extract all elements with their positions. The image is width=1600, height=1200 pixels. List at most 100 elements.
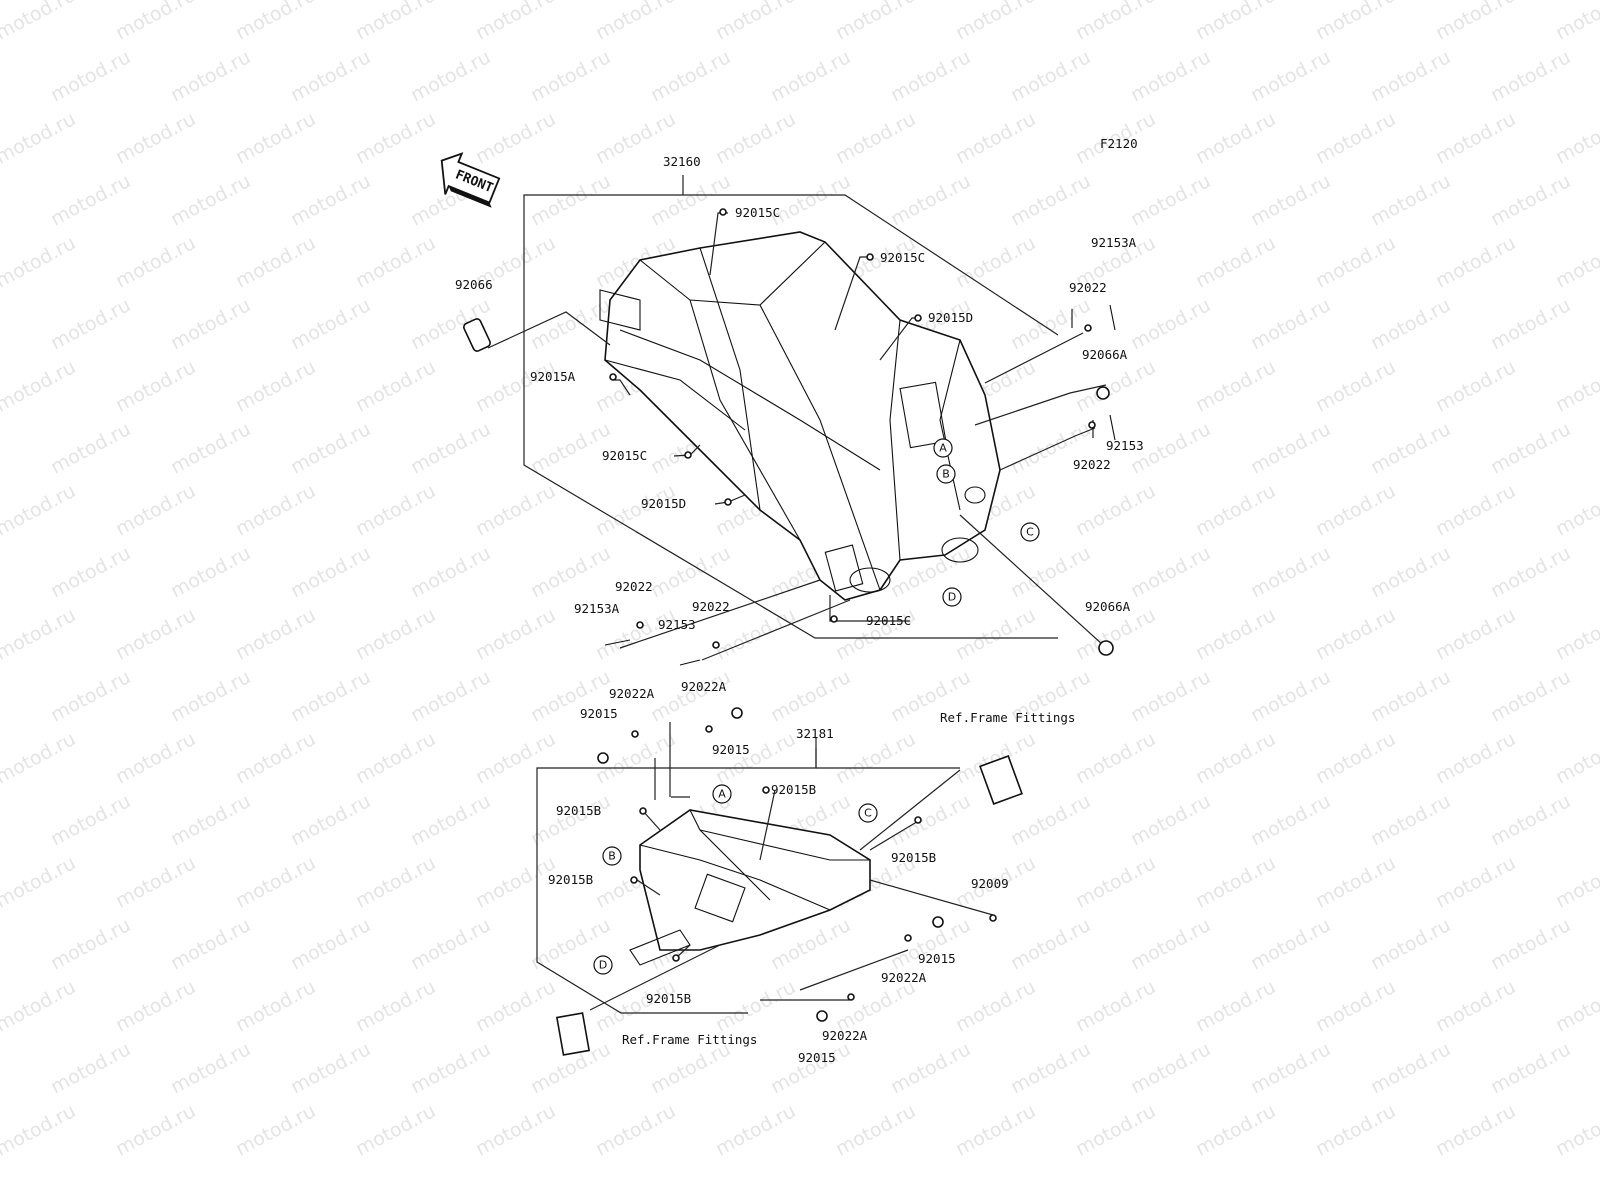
part-labels: 32160 92015C 92015C 92015D 92066 92015A … (455, 154, 1144, 1065)
watermark-text: motod.ru (407, 418, 494, 478)
watermark-text: motod.ru (1312, 356, 1399, 416)
watermark-text: motod.ru (232, 852, 319, 912)
watermark-text: motod.ru (0, 232, 79, 292)
watermark-text: motod.ru (1312, 976, 1399, 1036)
label-92022-left-1: 92022 (615, 579, 653, 594)
label-main-frame: 32160 (663, 154, 701, 169)
label-92015C-top: 92015C (735, 205, 780, 220)
watermark-text: motod.ru (287, 790, 374, 850)
watermark-text: motod.ru (527, 170, 614, 230)
watermark-text: motod.ru (1072, 356, 1159, 416)
sub-ref-mark-c: C (864, 807, 872, 820)
watermark-text: motod.ru (1007, 542, 1094, 602)
watermark-text: motod.ru (1192, 1100, 1279, 1160)
watermark-text: motod.ru (1367, 170, 1454, 230)
watermark-text: motod.ru (1247, 914, 1334, 974)
watermark-text: motod.ru (1192, 356, 1279, 416)
watermark-text: motod.ru (352, 356, 439, 416)
ref-mark-b: B (942, 468, 950, 481)
watermark-text: motod.ru (232, 232, 319, 292)
watermark-text: motod.ru (887, 170, 974, 230)
watermark-text: motod.ru (1552, 852, 1600, 912)
watermark-text: motod.ru (472, 728, 559, 788)
watermark-text: motod.ru (1367, 1038, 1454, 1098)
label-92015-left-2: 92015 (712, 742, 750, 757)
watermark-text: motod.ru (712, 1100, 799, 1160)
watermark-text: motod.ru (287, 542, 374, 602)
watermark-text: motod.ru (832, 728, 919, 788)
watermark-text: motod.ru (1007, 1038, 1094, 1098)
label-92022A-right-2: 92022A (822, 1028, 868, 1043)
watermark-text: motod.ru (1127, 666, 1214, 726)
watermark-text: motod.ru (0, 1100, 79, 1160)
watermark-text: motod.ru (1487, 542, 1574, 602)
watermark-text: motod.ru (1127, 914, 1214, 974)
watermark-text: motod.ru (1432, 480, 1519, 540)
ref-mark-c: C (1026, 526, 1034, 539)
watermark-text: motod.ru (1007, 790, 1094, 850)
watermark-text: motod.ru (232, 356, 319, 416)
watermark-text: motod.ru (887, 790, 974, 850)
watermark-text: motod.ru (0, 852, 79, 912)
watermark-text: motod.ru (167, 914, 254, 974)
label-92015C-bottom: 92015C (866, 613, 911, 628)
watermark-text: motod.ru (1312, 108, 1399, 168)
watermark-text: motod.ru (1552, 480, 1600, 540)
watermark-text: motod.ru (0, 356, 79, 416)
watermark-text: motod.ru (952, 108, 1039, 168)
watermark-text: motod.ru (527, 542, 614, 602)
watermark-text: motod.ru (887, 1038, 974, 1098)
watermark-text: motod.ru (1192, 0, 1279, 44)
ref-mark-a: A (939, 442, 947, 455)
label-92153A-right: 92153A (1091, 235, 1137, 250)
watermark-text: motod.ru (287, 666, 374, 726)
watermark-text: motod.ru (112, 1100, 199, 1160)
label-92015B-left-2: 92015B (548, 872, 593, 887)
watermark-text: motod.ru (1487, 46, 1574, 106)
watermark-text: motod.ru (1127, 294, 1214, 354)
watermark-text: motod.ru (1312, 480, 1399, 540)
watermark-text: motod.ru (1487, 1038, 1574, 1098)
watermark-text: motod.ru (287, 170, 374, 230)
watermark-text: motod.ru (232, 0, 319, 44)
watermark-text: motod.ru (952, 604, 1039, 664)
label-92022-left-2: 92022 (692, 599, 730, 614)
sub-ref-mark-d: D (599, 959, 607, 972)
watermark-text: motod.ru (472, 0, 559, 44)
watermark-text: motod.ru (1367, 914, 1454, 974)
label-92015D-right: 92015D (928, 310, 973, 325)
ref-mark-d: D (948, 591, 956, 604)
watermark-text: motod.ru (592, 1100, 679, 1160)
watermark-text: motod.ru (712, 0, 799, 44)
label-92015C-mid: 92015C (880, 250, 925, 265)
watermark-text: motod.ru (767, 170, 854, 230)
watermark-text: motod.ru (1432, 604, 1519, 664)
watermark-text: motod.ru (0, 480, 79, 540)
watermark-text: motod.ru (1312, 1100, 1399, 1160)
watermark-text: motod.ru (407, 542, 494, 602)
watermark-text: motod.ru (1007, 46, 1094, 106)
watermark-text: motod.ru (1127, 790, 1214, 850)
label-92015-right-2: 92015 (798, 1050, 836, 1065)
watermark-text: motod.ru (112, 480, 199, 540)
watermark-text: motod.ru (952, 232, 1039, 292)
watermark-text: motod.ru (167, 170, 254, 230)
watermark-text: motod.ru (407, 1038, 494, 1098)
watermark-text: motod.ru (407, 790, 494, 850)
watermark-text: motod.ru (407, 914, 494, 974)
label-92009: 92009 (971, 876, 1009, 891)
watermark-text: motod.ru (887, 46, 974, 106)
watermark-text: motod.ru (0, 0, 79, 44)
watermark-text: motod.ru (1192, 976, 1279, 1036)
watermark-text: motod.ru (767, 666, 854, 726)
watermark-text: motod.ru (1072, 1100, 1159, 1160)
watermark-text: motod.ru (1072, 852, 1159, 912)
watermark-text: motod.ru (47, 666, 134, 726)
watermark-text: motod.ru (1192, 604, 1279, 664)
watermark-text: motod.ru (1367, 418, 1454, 478)
sub-ref-mark-b: B (608, 850, 616, 863)
watermark-text: motod.ru (1432, 0, 1519, 44)
watermark-text: motod.ru (592, 976, 679, 1036)
